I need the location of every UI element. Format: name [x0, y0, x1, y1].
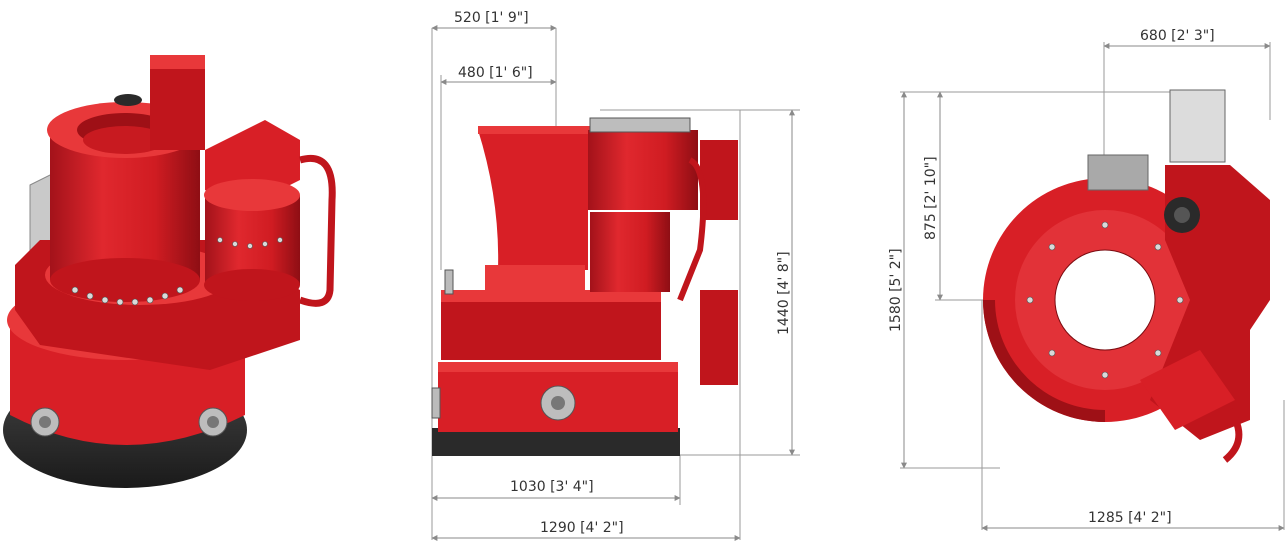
iso-hydraulic-hose: [298, 155, 336, 307]
side-hydraulic-block: [700, 140, 738, 220]
top-view: 680 [2' 3"] 875 [2' 10"] 1580 [5' 2"] 12…: [888, 28, 1285, 531]
dim-top-overall-width: 1285 [4' 2"]: [1088, 510, 1172, 526]
top-bolts: [1026, 221, 1184, 379]
dim-top-width-inner: 480 [1' 6"]: [458, 65, 533, 81]
top-motor-box: [1140, 350, 1235, 430]
side-view: 520 [1' 9"] 480 [1' 6"] 1440 [4' 8"] 103…: [431, 10, 800, 541]
iso-top-connector: [150, 55, 205, 150]
isometric-view: [3, 55, 336, 488]
side-funnel: [478, 130, 588, 270]
dim-offset-width: 680 [2' 3"]: [1140, 28, 1215, 44]
dim-overall-width: 1290 [4' 2"]: [540, 520, 624, 536]
dim-base-width: 1030 [3' 4"]: [510, 479, 594, 495]
side-base-plate: [432, 428, 680, 456]
dim-top-width-outer: 520 [1' 9"]: [454, 10, 529, 26]
dim-height: 1440 [4' 8"]: [776, 251, 792, 335]
iso-bolts: [71, 237, 283, 306]
side-motor: [588, 130, 698, 210]
top-center-bore: [1054, 249, 1156, 351]
top-manifold: [1169, 89, 1226, 163]
dim-overall-height: 1580 [5' 2"]: [888, 248, 904, 332]
top-gray-block: [1087, 154, 1149, 191]
dim-offset-height: 875 [2' 10"]: [923, 156, 939, 240]
